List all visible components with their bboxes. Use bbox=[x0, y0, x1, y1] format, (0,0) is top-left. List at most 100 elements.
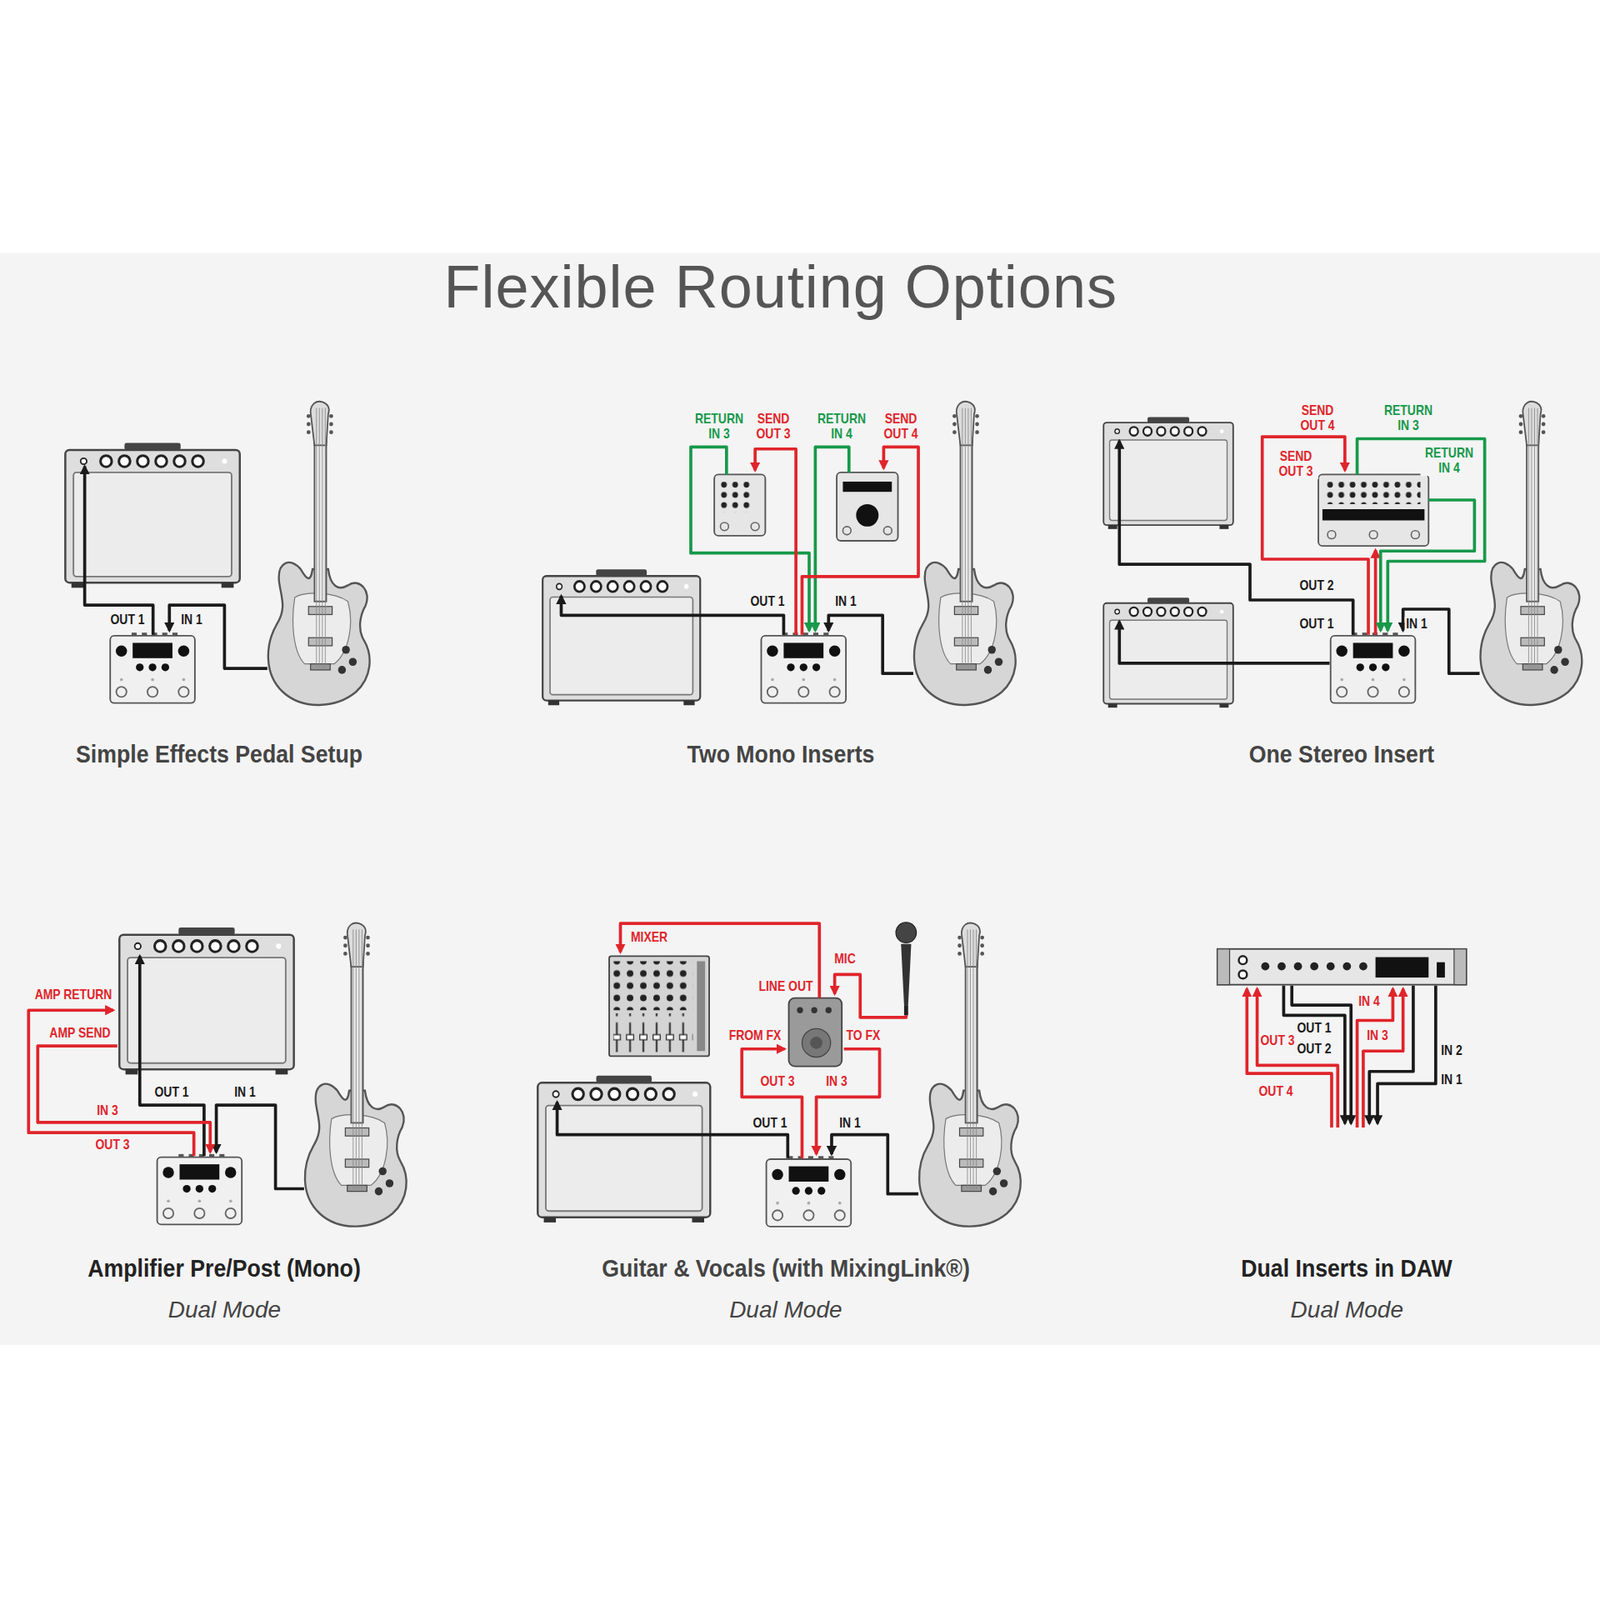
panel-caption: One Stereo Insert bbox=[1249, 741, 1435, 767]
port-label: IN 1 bbox=[1404, 616, 1429, 632]
cables-part bbox=[1380, 500, 1475, 631]
microphone-part bbox=[904, 1005, 909, 1015]
devices-part bbox=[119, 927, 294, 1075]
devices-part bbox=[110, 632, 195, 703]
port-label: AMP RETURN bbox=[33, 987, 114, 1003]
cables-part bbox=[1262, 436, 1369, 635]
mono-pedal-part-part bbox=[883, 526, 892, 535]
rack-interface-part bbox=[1375, 957, 1430, 978]
rack-interface-part bbox=[1239, 955, 1248, 965]
port-label: OUT 1 bbox=[1295, 1020, 1333, 1036]
mode-note: Dual Mode bbox=[1290, 1298, 1404, 1323]
devices-part bbox=[914, 401, 1016, 705]
port-label: OUT 1 bbox=[749, 595, 786, 610]
cables-part bbox=[835, 974, 907, 1017]
port-label: OUT 1 bbox=[109, 613, 146, 629]
port-label: IN 3 bbox=[1365, 1028, 1390, 1044]
rack-interface-part-part bbox=[1277, 962, 1286, 971]
page-title: Flexible Routing Options bbox=[444, 256, 1118, 320]
cables-part bbox=[140, 955, 205, 1156]
port-label: IN 1 bbox=[180, 613, 205, 629]
mixinglink bbox=[789, 998, 843, 1067]
port-label: IN 4 bbox=[1357, 995, 1382, 1010]
port-label: OUT 3 bbox=[1259, 1033, 1296, 1049]
devices-part bbox=[1330, 632, 1416, 703]
microphone bbox=[895, 922, 916, 1015]
port-label: OUT 1 bbox=[153, 1085, 190, 1101]
rack-interface-part-part bbox=[1294, 962, 1303, 971]
stereo-pedal-part bbox=[1326, 481, 1421, 505]
devices-part bbox=[1480, 401, 1583, 705]
cables-part bbox=[1377, 985, 1436, 1124]
mono-pedal-part bbox=[720, 522, 760, 531]
stereo-pedal-part bbox=[1318, 474, 1429, 546]
cables-part bbox=[1246, 989, 1332, 1129]
panel-caption: Guitar & Vocals (with MixingLink®) bbox=[601, 1255, 970, 1281]
devices-part bbox=[1103, 597, 1234, 708]
rack-interface-part bbox=[1217, 949, 1467, 985]
mode-note: Dual Mode bbox=[729, 1298, 842, 1323]
stereo-pedal bbox=[1318, 474, 1429, 546]
mixinglink-part bbox=[825, 1007, 832, 1014]
port-label: IN 1 bbox=[1440, 1072, 1465, 1088]
mixinglink-part bbox=[810, 1007, 817, 1014]
cables-part bbox=[1257, 989, 1339, 1129]
rack-interface-part-part bbox=[1326, 962, 1335, 971]
devices-part bbox=[919, 923, 1021, 1227]
mono-pedal-part-part bbox=[842, 526, 851, 535]
mixinglink-part bbox=[801, 1028, 830, 1057]
rack-interface-part-part bbox=[1310, 962, 1319, 971]
cables-part bbox=[37, 1045, 210, 1152]
rack-interface-part bbox=[1239, 970, 1248, 979]
port-label: RETURN IN 4 bbox=[813, 411, 871, 442]
rack-interface-part-part bbox=[1260, 962, 1270, 971]
mono-pedal-part bbox=[855, 504, 879, 527]
rack-interface bbox=[1217, 949, 1467, 985]
cables-part bbox=[816, 1049, 880, 1155]
mixer-part bbox=[613, 1013, 694, 1053]
port-label: OUT 1 bbox=[751, 1115, 789, 1131]
rack-interface-part-part bbox=[1342, 962, 1351, 971]
port-label: OUT 4 bbox=[1256, 1084, 1294, 1100]
port-label: RETURN IN 3 bbox=[690, 411, 749, 442]
port-label: SEND OUT 4 bbox=[1295, 403, 1340, 434]
port-label: RETURN IN 3 bbox=[1379, 403, 1437, 434]
port-label: TO FX bbox=[845, 1028, 882, 1044]
port-label: MIC bbox=[832, 951, 857, 967]
cables-part bbox=[85, 466, 154, 635]
port-label: IN 1 bbox=[838, 1115, 863, 1131]
port-label: IN 3 bbox=[825, 1074, 850, 1090]
background-band bbox=[0, 253, 1600, 1345]
port-label: RETURN IN 4 bbox=[1420, 446, 1478, 477]
port-label: FROM FX bbox=[727, 1028, 783, 1044]
mixer bbox=[609, 955, 710, 1056]
port-label: OUT 2 bbox=[1297, 578, 1335, 594]
devices-part bbox=[305, 923, 407, 1227]
panel-caption: Amplifier Pre/Post (Mono) bbox=[88, 1255, 362, 1281]
devices-part bbox=[65, 442, 240, 588]
devices-part bbox=[766, 1155, 852, 1226]
mono-pedal-part-part bbox=[750, 522, 760, 531]
mono-pedal bbox=[714, 474, 765, 535]
devices-part bbox=[542, 569, 700, 705]
cables-part bbox=[828, 615, 914, 674]
cables-part bbox=[620, 923, 820, 998]
mixinglink-part bbox=[796, 1007, 803, 1014]
port-label: OUT 3 bbox=[759, 1074, 796, 1090]
stereo-pedal-part bbox=[1327, 530, 1420, 540]
cables-part bbox=[1403, 609, 1480, 674]
port-label: OUT 1 bbox=[1297, 616, 1335, 632]
mono-pedal-part bbox=[714, 474, 765, 535]
port-label: AMP SEND bbox=[47, 1025, 112, 1041]
stereo-pedal-part bbox=[1322, 509, 1425, 520]
mono-pedal-part bbox=[720, 481, 754, 513]
rack-interface-part-part bbox=[1359, 962, 1368, 971]
devices-part bbox=[157, 1154, 243, 1225]
cables-part bbox=[741, 1049, 802, 1159]
port-label: LINE OUT bbox=[757, 979, 815, 995]
rack-interface-part bbox=[1454, 949, 1467, 985]
mixinglink-part bbox=[789, 998, 843, 1067]
cables-part bbox=[28, 1010, 194, 1156]
cables-part bbox=[216, 1105, 305, 1189]
